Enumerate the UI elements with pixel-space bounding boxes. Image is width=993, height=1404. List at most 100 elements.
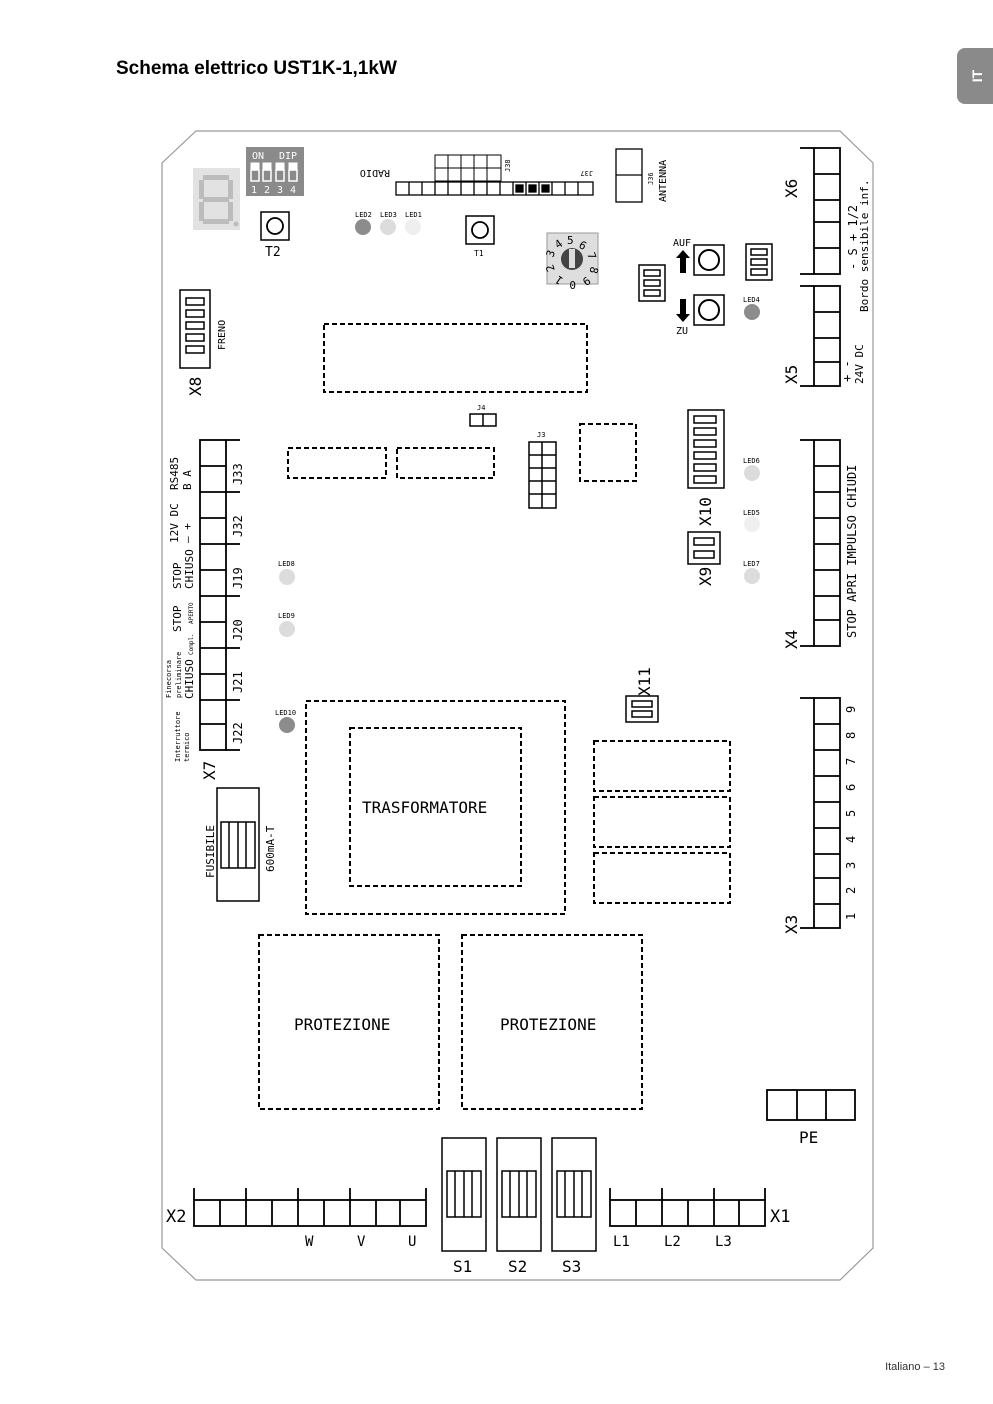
s2-label: S2 bbox=[508, 1257, 527, 1276]
dip-pos-2: 2 bbox=[264, 185, 270, 196]
led7-indicator bbox=[744, 568, 760, 584]
j21-line4: Compl. bbox=[188, 633, 195, 655]
radio-connector-j37 bbox=[395, 181, 594, 196]
j21-line1: Finecorsa bbox=[165, 660, 173, 698]
page-title: Schema elettrico UST1K-1,1kW bbox=[116, 58, 397, 79]
led3-indicator bbox=[380, 219, 396, 235]
zu-button[interactable] bbox=[693, 294, 725, 326]
j22-line2: termico bbox=[183, 732, 191, 762]
transformer-inner bbox=[349, 727, 522, 887]
arrow-down-icon bbox=[676, 299, 690, 322]
led8-label: LED8 bbox=[278, 560, 295, 568]
switch-s2[interactable] bbox=[496, 1137, 542, 1252]
x3-pin-numbers: 1 2 3 4 5 6 7 8 9 bbox=[844, 706, 858, 920]
s3-label: S3 bbox=[562, 1257, 581, 1276]
svg-text:4: 4 bbox=[844, 836, 858, 843]
rotary-digit-3: 3 bbox=[544, 248, 558, 259]
led8-indicator bbox=[279, 569, 295, 585]
relay-block-3 bbox=[593, 852, 731, 904]
j37-label: J37 bbox=[580, 169, 593, 177]
x7-label: X7 bbox=[200, 761, 219, 780]
led10-indicator bbox=[279, 717, 295, 733]
connector-3pin-left bbox=[638, 264, 666, 302]
x1-label: X1 bbox=[770, 1207, 790, 1227]
radio-connector-j38 bbox=[434, 154, 502, 182]
j3-label: J3 bbox=[537, 431, 545, 439]
led2-label: LED2 bbox=[355, 211, 372, 219]
rotary-digit-0: 0 bbox=[569, 278, 576, 291]
dip-dip-label: DIP bbox=[279, 151, 297, 162]
arrow-up-icon bbox=[676, 250, 690, 273]
svg-text:1: 1 bbox=[844, 913, 858, 920]
connector-x9 bbox=[687, 531, 721, 565]
x2-w-label: W bbox=[305, 1234, 314, 1250]
fuse-label: FUSIBILE bbox=[204, 825, 217, 878]
auf-button[interactable] bbox=[693, 244, 725, 276]
fuse bbox=[216, 787, 260, 902]
j32-line1: 12V DC bbox=[168, 503, 181, 543]
rotary-switch[interactable]: 5 6 7 8 9 0 1 2 3 4 bbox=[543, 232, 601, 291]
led7-label: LED7 bbox=[743, 560, 760, 568]
x5-label: X5 bbox=[782, 365, 801, 384]
antenna-label: ANTENNA bbox=[658, 160, 669, 202]
j4-label: J4 bbox=[477, 404, 485, 412]
x2-v-label: V bbox=[357, 1234, 366, 1250]
led5-label: LED5 bbox=[743, 509, 760, 517]
connector-3pin-right bbox=[745, 243, 773, 281]
transformer-outer bbox=[305, 700, 566, 915]
seven-segment-display bbox=[193, 168, 240, 230]
j20-line1: STOP bbox=[171, 605, 184, 632]
x1-l2-label: L2 bbox=[664, 1234, 681, 1250]
led4-indicator bbox=[744, 304, 760, 320]
switch-s3[interactable] bbox=[551, 1137, 597, 1252]
dashed-block-main bbox=[323, 323, 588, 393]
rotary-digit-7: 7 bbox=[584, 251, 598, 262]
jumper-j3 bbox=[528, 441, 557, 509]
j20-line2: APERTO bbox=[188, 602, 195, 624]
j33-label: J33 bbox=[231, 463, 245, 485]
j33-line2: B A bbox=[181, 470, 194, 490]
svg-text:2: 2 bbox=[844, 887, 858, 894]
connector-x8 bbox=[179, 289, 211, 369]
jumper-j4 bbox=[469, 413, 497, 427]
t1-label: T1 bbox=[474, 249, 484, 258]
transformer-label: TRASFORMATORE bbox=[362, 798, 487, 817]
dashed-block-square bbox=[579, 423, 637, 482]
connector-x2 bbox=[193, 1188, 427, 1227]
language-tab[interactable]: IT bbox=[957, 48, 993, 104]
dip-switch[interactable]: ON DIP 1 2 3 4 bbox=[246, 147, 304, 196]
relay-block-2 bbox=[593, 796, 731, 848]
freno-label: FRENO bbox=[217, 320, 228, 350]
led1-label: LED1 bbox=[405, 211, 422, 219]
rotary-digit-5: 5 bbox=[567, 234, 574, 247]
auf-label: AUF bbox=[673, 238, 691, 249]
j22-line1: Interruttore bbox=[174, 711, 182, 762]
x5-pin-labels: + - bbox=[840, 360, 854, 382]
led6-label: LED6 bbox=[743, 457, 760, 465]
radio-label: RADIO bbox=[360, 167, 390, 178]
x2-u-label: U bbox=[408, 1234, 416, 1250]
svg-text:9: 9 bbox=[844, 706, 858, 713]
s1-label: S1 bbox=[453, 1257, 472, 1276]
dip-pos-4: 4 bbox=[290, 185, 296, 196]
j19-line1: STOP bbox=[171, 562, 184, 589]
x6-description: Bordo sensibile inf. bbox=[858, 180, 871, 312]
x1-l3-label: L3 bbox=[715, 1234, 732, 1250]
connector-x11 bbox=[625, 695, 659, 723]
j21-label: J21 bbox=[231, 671, 245, 693]
svg-text:7: 7 bbox=[844, 758, 858, 765]
x2-label: X2 bbox=[166, 1207, 186, 1227]
led2-indicator bbox=[355, 219, 371, 235]
switch-s1[interactable] bbox=[441, 1137, 487, 1252]
dashed-block-left bbox=[287, 447, 387, 479]
t1-button[interactable] bbox=[465, 215, 495, 245]
j32-label: J32 bbox=[231, 515, 245, 537]
connector-x5 bbox=[800, 285, 841, 387]
protection-block-2 bbox=[461, 934, 643, 1110]
rotary-digit-2: 2 bbox=[543, 263, 557, 274]
t2-button[interactable] bbox=[260, 211, 290, 241]
x4-description: STOP APRI IMPULSO CHIUDI bbox=[845, 465, 859, 638]
zu-label: ZU bbox=[676, 326, 688, 337]
led5-indicator bbox=[744, 516, 760, 532]
